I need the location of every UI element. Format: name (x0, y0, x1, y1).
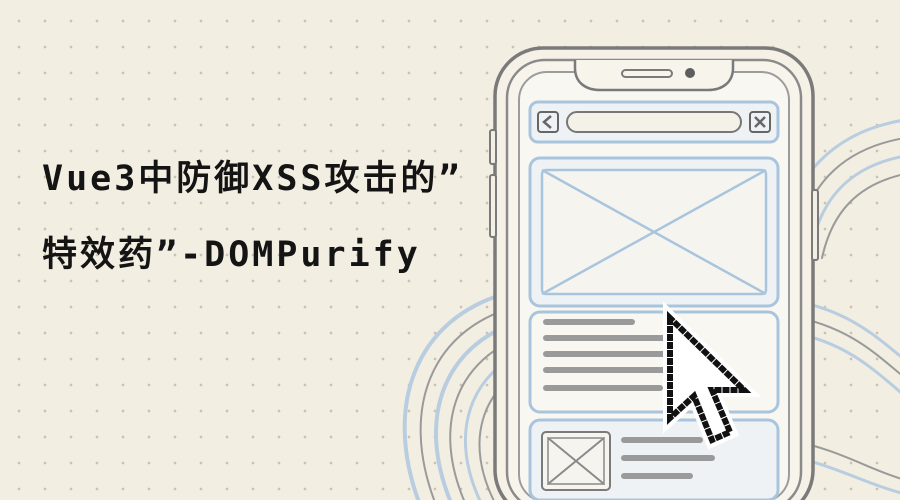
back-icon (537, 111, 559, 133)
title-line-2: 特效药”-DOMPurify (42, 235, 421, 275)
browser-nav-bar (528, 100, 780, 144)
article-title: Vue3中防御XSS攻击的” 特效药”-DOMPurify (42, 156, 512, 278)
title-line-1: Vue3中防御XSS攻击的” (42, 159, 463, 199)
image-placeholder-icon (528, 156, 780, 308)
pixel-cursor-icon (663, 301, 762, 450)
bottom-card (528, 418, 780, 500)
thumbnail-placeholder-icon (541, 431, 611, 491)
phone-notch (573, 60, 735, 92)
close-icon (749, 111, 771, 133)
